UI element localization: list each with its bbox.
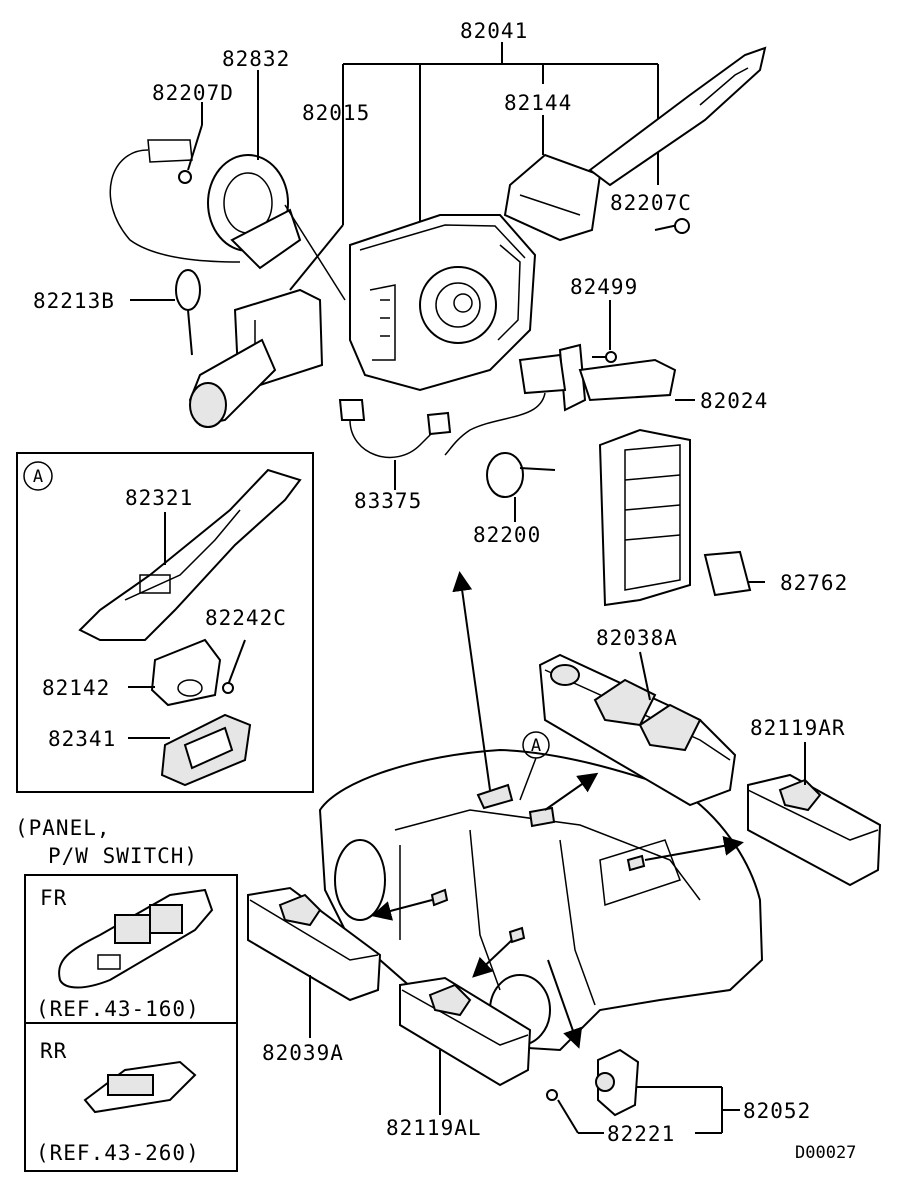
junction-block [598,428,691,607]
cover-82341 [160,713,252,787]
label-82119ar: 82119AR [750,716,846,740]
cable-tie-82213b [175,269,201,356]
label-82015: 82015 [302,101,370,125]
panel-rr-frame [24,1022,238,1172]
label-82024: 82024 [700,389,768,413]
label-82144: 82144 [504,91,572,115]
diagram-code: D00027 [795,1143,856,1163]
label-82221: 82221 [607,1122,675,1146]
label-82832: 82832 [222,47,290,71]
switch-82119ar [747,773,882,887]
panel-rr-ref: (REF.43-260) [36,1141,200,1165]
leader-lines [128,70,806,785]
switch-82039a [247,886,382,1038]
relay-82762 [703,550,752,597]
label-82207c: 82207C [610,191,692,215]
label-82341: 82341 [48,727,116,751]
label-82200: 82200 [473,523,541,547]
panel-fr-ref: (REF.43-160) [36,997,200,1021]
label-82762: 82762 [780,571,848,595]
screw-82499 [592,351,617,363]
screw-82207c [654,218,690,234]
sensor-bracket-82024 [444,343,677,456]
arrows [371,571,744,1049]
screw-82221 [546,1089,722,1134]
bracket-82321 [78,468,302,641]
panel-fr-label: FR [40,886,67,910]
label-82052: 82052 [743,1099,811,1123]
label-82142: 82142 [42,676,110,700]
panel-captions: (PANEL, P/W SWITCH) FR (REF.43-160) RR (… [15,816,200,1165]
switch-82038a [538,653,737,807]
clock-spring [109,139,346,301]
bracket-82052 [636,1086,740,1133]
switch-82142 [150,638,222,707]
label-82213b: 82213B [33,289,115,313]
car-marker-a-text: A [531,736,541,756]
switch-82119al [399,976,532,1115]
label-82321: 82321 [125,486,193,510]
label-82041: 82041 [460,19,528,43]
part-labels: 82041 82832 82207D 82015 82144 82207C 82… [33,19,848,1146]
inset-a-marker: A [23,461,53,491]
label-83375: 83375 [354,489,422,513]
door-switch-82052 [595,1048,640,1117]
label-82499: 82499 [570,275,638,299]
inset-a-marker-text: A [33,467,43,487]
cable-tie-82200 [486,452,556,498]
label-82242c: 82242C [205,606,287,630]
label-82038a: 82038A [596,626,678,650]
label-82207d: 82207D [152,81,234,105]
harness-83375 [338,399,452,459]
left-lever-switch [188,288,324,428]
screw-82207d [178,170,192,184]
panel-rr-label: RR [40,1039,67,1063]
panel-heading-line2: P/W SWITCH) [48,844,198,868]
label-82039a: 82039A [262,1041,344,1065]
panel-fr-part [58,888,214,989]
right-lever-switch [503,46,767,242]
inset-a-frame [16,452,314,793]
screw-82242c [222,639,246,694]
label-82119al: 82119AL [386,1116,482,1140]
panel-heading-line1: (PANEL, [15,816,111,840]
combination-switch-body [349,214,537,392]
panel-rr-part [83,1060,197,1114]
car-marker-a: A [519,731,550,801]
